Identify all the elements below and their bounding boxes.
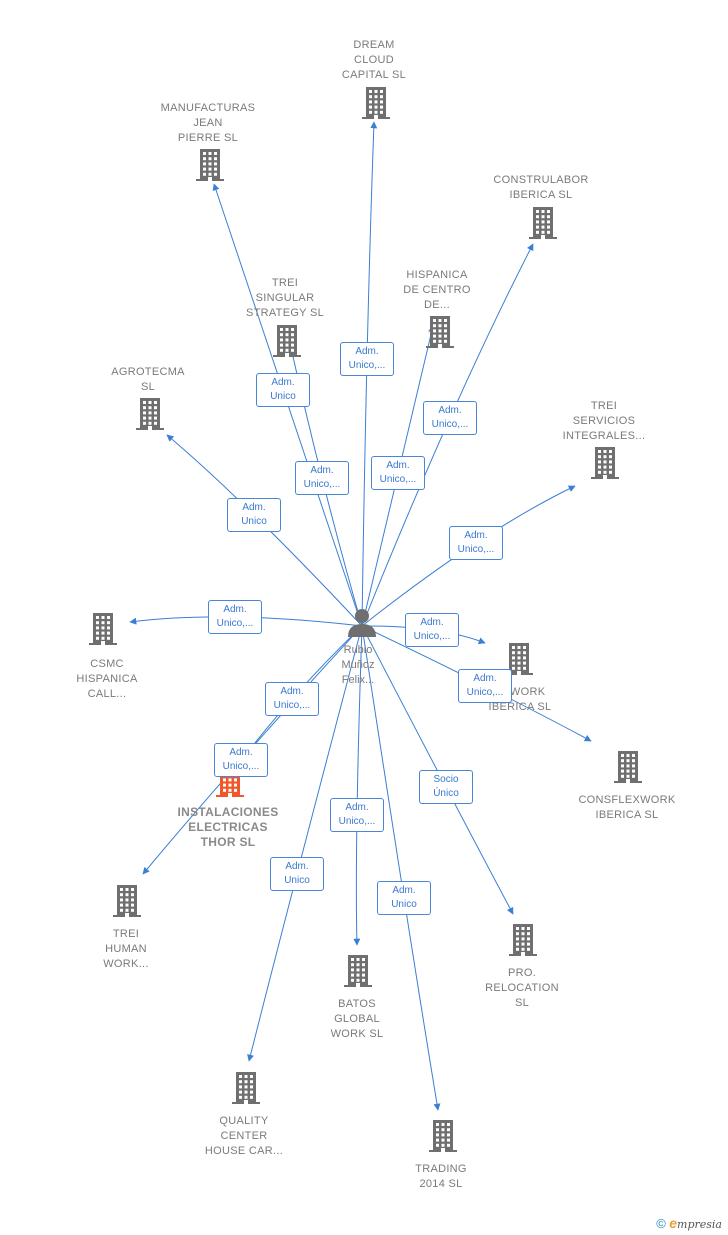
company-node-trading[interactable]: TRADING 2014 SL [381, 1162, 501, 1192]
company-label: MANUFACTURAS JEAN PIERRE SL [160, 102, 256, 144]
brand-name: mpresia [677, 1218, 722, 1231]
company-node-manufacturas[interactable]: MANUFACTURAS JEAN PIERRE SL [148, 101, 268, 146]
footer-brand: © empresia [656, 1215, 722, 1231]
company-node-trei-singular[interactable]: TREI SINGULAR STRATEGY SL [225, 276, 345, 321]
building-icon-svg [614, 751, 642, 783]
building-icon-svg [529, 207, 557, 239]
building-icon-svg [426, 316, 454, 348]
building-icon[interactable] [612, 749, 644, 788]
person-icon [348, 609, 376, 637]
company-label: TREI SINGULAR STRATEGY SL [245, 277, 325, 319]
company-label: AGROTECMA SL [111, 366, 185, 393]
company-node-construlabor[interactable]: CONSTRULABOR IBERICA SL [481, 173, 601, 203]
building-icon[interactable] [342, 953, 374, 992]
building-icon[interactable] [271, 323, 303, 362]
building-icon[interactable] [527, 205, 559, 244]
relation-label-hispanica[interactable]: Adm. Unico,... [371, 456, 425, 490]
building-icon-svg [429, 1120, 457, 1152]
building-icon[interactable] [427, 1118, 459, 1157]
building-icon-svg [113, 885, 141, 917]
building-icon[interactable] [111, 883, 143, 922]
company-node-trei-servicios[interactable]: TREI SERVICIOS INTEGRALES... [544, 399, 664, 444]
company-node-consflexwork[interactable]: CONSFLEXWORK IBERICA SL [567, 793, 687, 823]
relation-label-manufacturas[interactable]: Adm. Unico [256, 373, 310, 407]
relation-label-pro-relocation[interactable]: Socio Único [419, 770, 473, 804]
building-icon-svg [89, 613, 117, 645]
company-label: CONSTRULABOR IBERICA SL [493, 174, 589, 201]
company-node-dream[interactable]: DREAM CLOUD CAPITAL SL [314, 38, 434, 83]
relation-label-trei-singular[interactable]: Adm. Unico,... [295, 461, 349, 495]
relation-label-trading[interactable]: Adm. Unico [377, 881, 431, 915]
relation-label-quality[interactable]: Adm. Unico [270, 857, 324, 891]
company-label: CONSFLEXWORK IBERICA SL [578, 794, 676, 821]
company-label: TREI HUMAN WORK... [103, 928, 149, 970]
company-label: CSMC HISPANICA CALL... [76, 658, 138, 700]
company-label: TRADING 2014 SL [415, 1163, 467, 1190]
building-icon[interactable] [424, 314, 456, 353]
company-node-csmc[interactable]: CSMC HISPANICA CALL... [47, 657, 167, 702]
relation-label-agrotecma[interactable]: Adm. Unico [227, 498, 281, 532]
building-icon[interactable] [87, 611, 119, 650]
center-person-label[interactable]: Rubio Muñoz Felix... [341, 644, 375, 686]
company-label: BATOS GLOBAL WORK SL [330, 998, 384, 1040]
company-node-hispanica[interactable]: HISPANICA DE CENTRO DE... [377, 268, 497, 313]
company-node-agrotecma[interactable]: AGROTECMA SL [88, 365, 208, 395]
company-node-pro-relocation[interactable]: PRO. RELOCATION SL [462, 966, 582, 1011]
building-icon-svg [509, 924, 537, 956]
building-icon-svg [136, 398, 164, 430]
company-label: PRO. RELOCATION SL [485, 967, 559, 1009]
building-icon[interactable] [134, 396, 166, 435]
relation-label-trei-servicios[interactable]: Adm. Unico,... [449, 526, 503, 560]
relation-label-csmc[interactable]: Adm. Unico,... [208, 600, 262, 634]
company-label: TREI SERVICIOS INTEGRALES... [562, 400, 646, 442]
relation-label-trei-human[interactable]: Adm. Unico,... [214, 743, 268, 777]
company-node-trei-human[interactable]: TREI HUMAN WORK... [66, 927, 186, 972]
building-icon-svg [344, 955, 372, 987]
building-icon[interactable] [230, 1070, 262, 1109]
building-icon[interactable] [503, 641, 535, 680]
brand-initial: e [669, 1215, 678, 1231]
building-icon[interactable] [360, 85, 392, 124]
building-icon[interactable] [507, 922, 539, 961]
building-icon-svg [232, 1072, 260, 1104]
building-icon-svg [591, 447, 619, 479]
relation-label-construlabor[interactable]: Adm. Unico,... [423, 401, 477, 435]
company-node-instalaciones[interactable]: INSTALACIONES ELECTRICAS THOR SL [168, 805, 288, 850]
building-icon[interactable] [194, 147, 226, 186]
building-icon-svg [362, 87, 390, 119]
building-icon-svg [196, 149, 224, 181]
relation-label-sswork[interactable]: Adm. Unico,... [405, 613, 459, 647]
company-label: INSTALACIONES ELECTRICAS THOR SL [177, 805, 279, 849]
company-node-quality[interactable]: QUALITY CENTER HOUSE CAR... [184, 1114, 304, 1159]
relation-label-dream[interactable]: Adm. Unico,... [340, 342, 394, 376]
building-icon[interactable] [589, 445, 621, 484]
copyright-icon: © [656, 1216, 666, 1231]
company-node-batos[interactable]: BATOS GLOBAL WORK SL [297, 997, 417, 1042]
relation-label-batos[interactable]: Adm. Unico,... [330, 798, 384, 832]
relation-label-consflexwork[interactable]: Adm. Unico,... [458, 669, 512, 703]
company-label: HISPANICA DE CENTRO DE... [403, 269, 471, 311]
building-icon-svg [505, 643, 533, 675]
company-label: QUALITY CENTER HOUSE CAR... [204, 1115, 284, 1157]
relation-label-instalaciones[interactable]: Adm. Unico,... [265, 682, 319, 716]
building-icon-svg [273, 325, 301, 357]
company-label: DREAM CLOUD CAPITAL SL [341, 39, 407, 81]
